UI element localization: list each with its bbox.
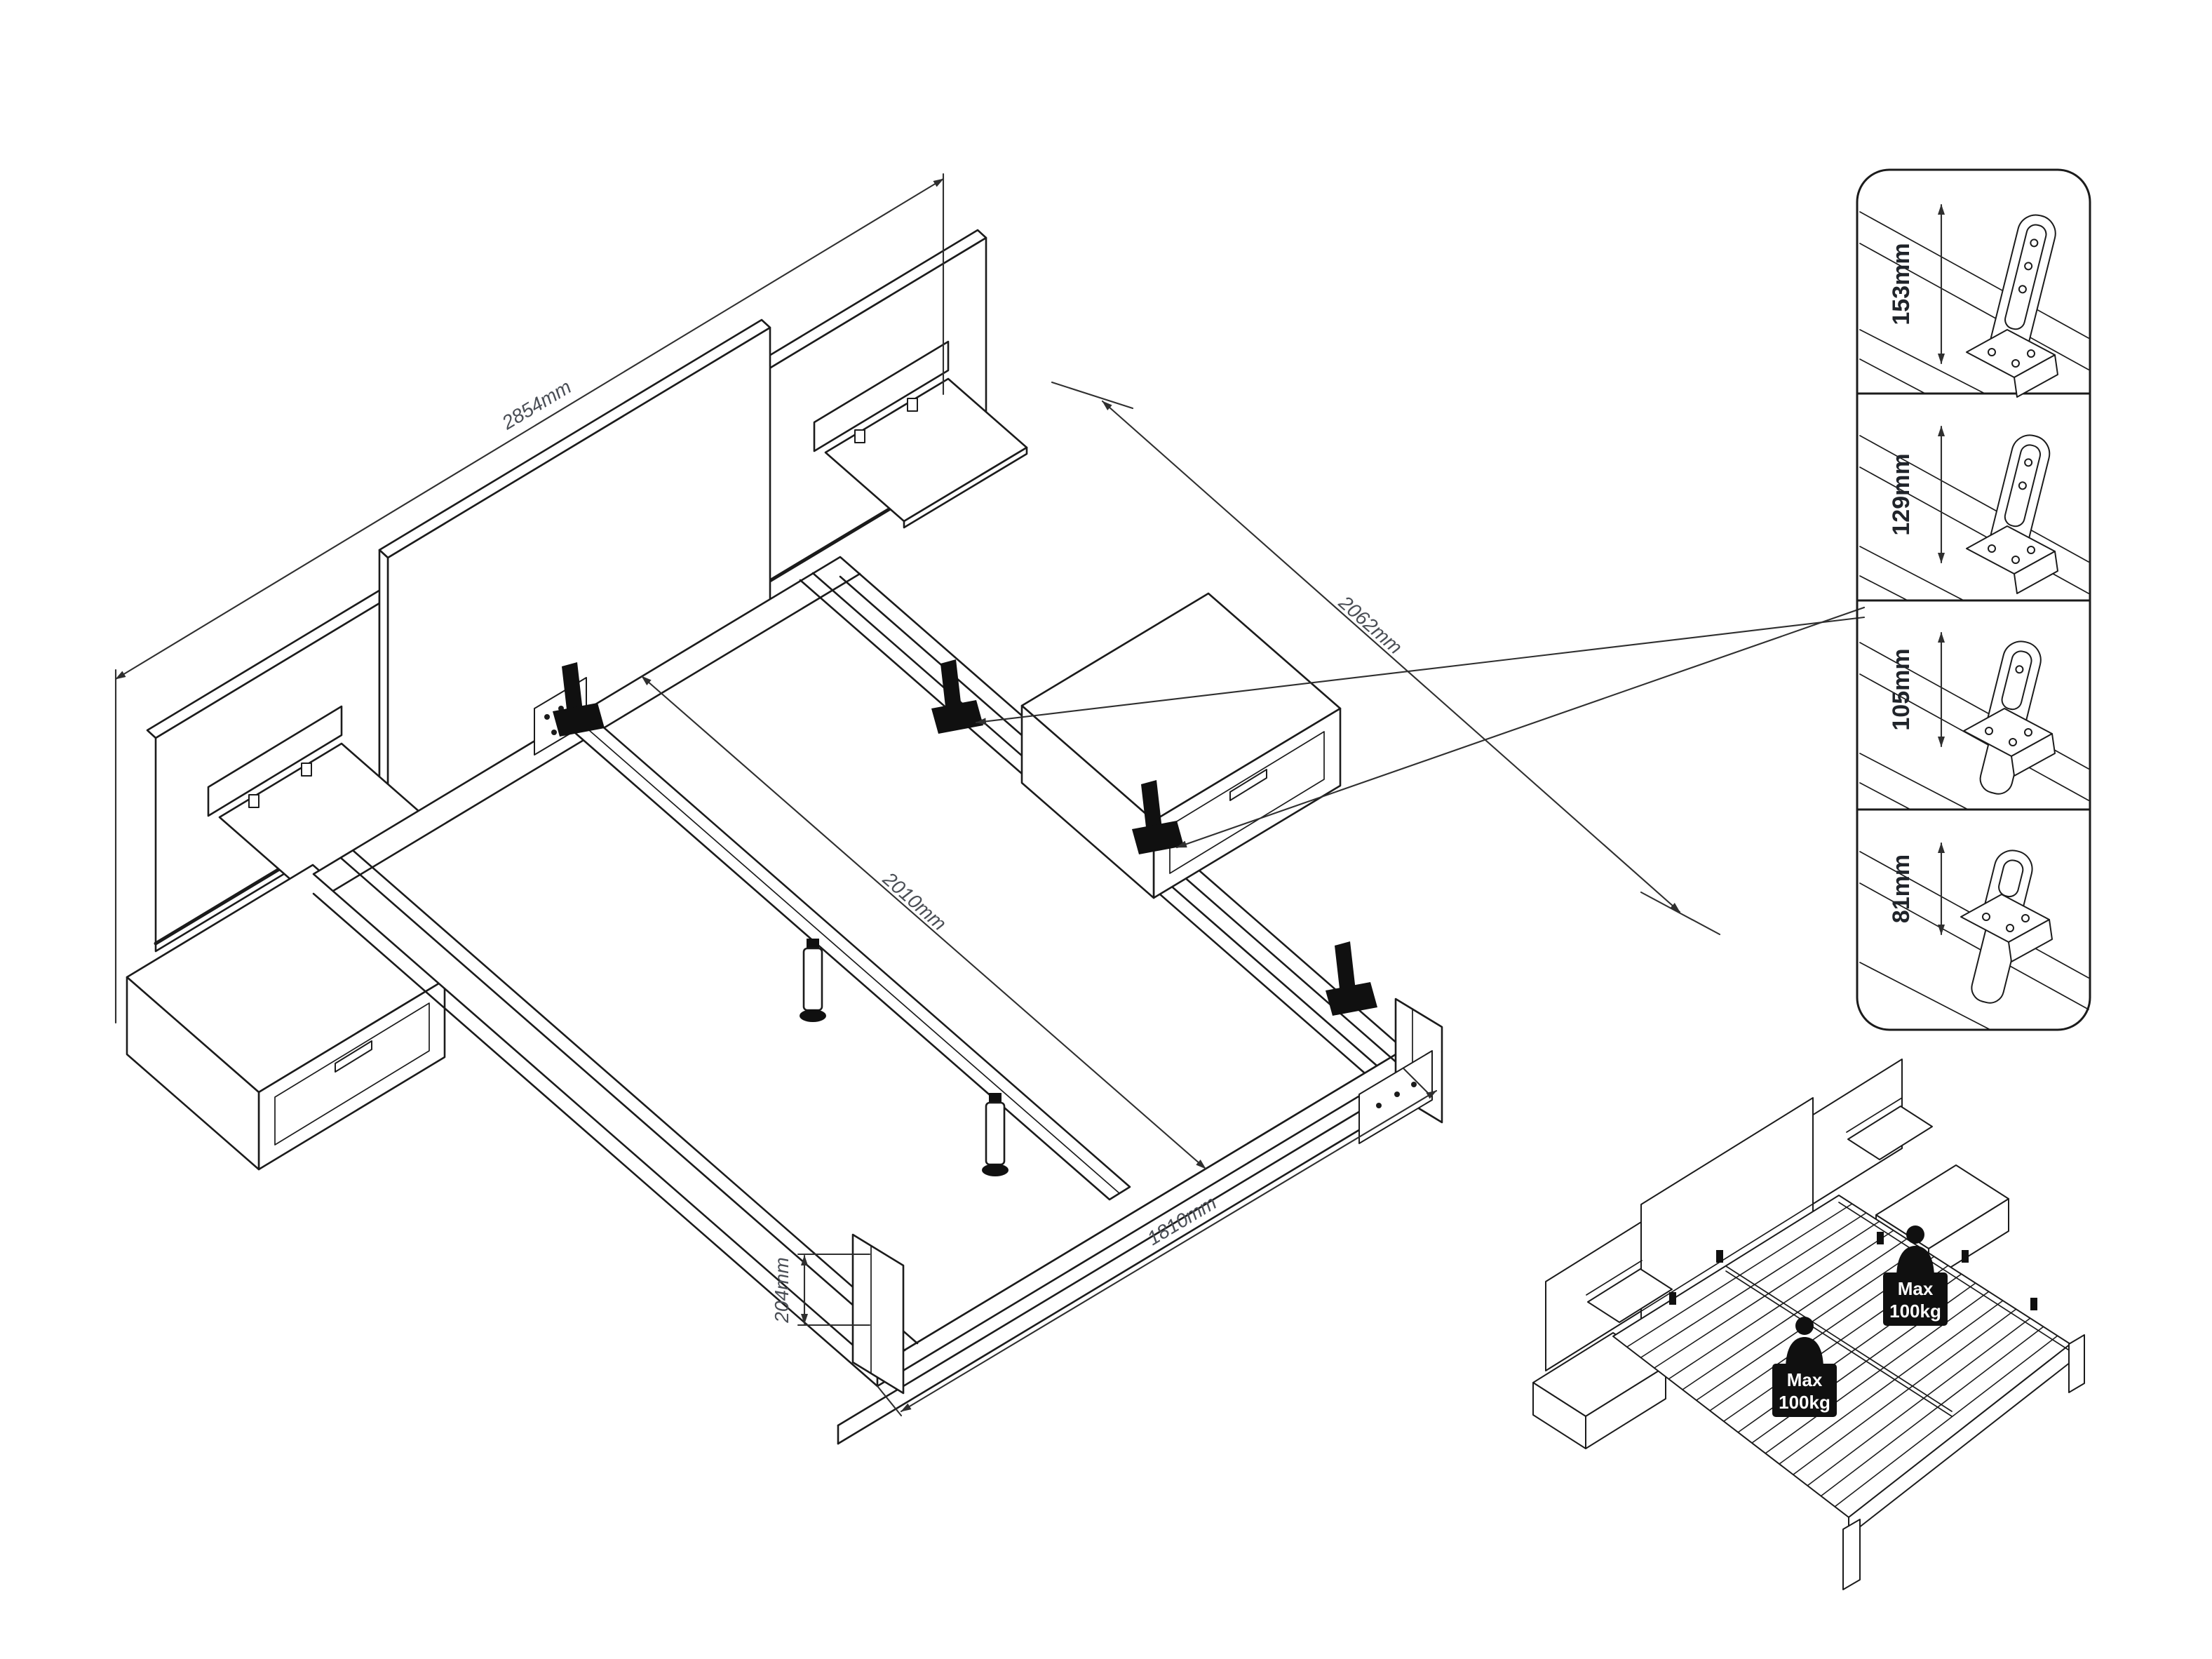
extension-line (1051, 381, 1134, 410)
right-shelf-clip (854, 429, 865, 443)
detail-cell-153: 153mm (1859, 203, 2089, 398)
right-shelf-clip (907, 398, 918, 412)
person-icon (1906, 1225, 1924, 1244)
detail-height-label: 81mm (1888, 854, 1915, 923)
extension-line (1640, 891, 1721, 936)
bracket-icon (1966, 214, 2058, 398)
thumb-center-rail (1725, 1270, 1953, 1417)
extension-line (876, 1385, 903, 1417)
left-shelf-clip (301, 763, 312, 777)
badge-text: 100kg (1779, 1392, 1830, 1413)
left-shelf-rail (207, 705, 343, 817)
detail-cell-105: 105mm (1859, 631, 2089, 810)
leader-lines (975, 606, 1866, 849)
detail-height-label: 129mm (1888, 453, 1915, 535)
left-nightstand-handle (335, 1040, 372, 1073)
dimension-204: 204mm (771, 1253, 871, 1326)
person-icon (1786, 1337, 1823, 1369)
bracket-icon (1960, 849, 2053, 1004)
badge-text: Max (1787, 1369, 1823, 1390)
thumb-left-nightstand (1532, 1332, 1666, 1449)
leader-line (1175, 606, 1866, 849)
left-rail-inner-1 (339, 857, 906, 1352)
detail-cell-129: 129mm (1859, 425, 2089, 601)
bracket-icon (1963, 640, 2056, 795)
deck-left-edge (312, 892, 879, 1388)
max-load-badge: Max 100kg (1883, 1225, 1948, 1326)
left-rail-inner-2 (352, 849, 919, 1345)
bracket-detail-panel: 153mm 129mm (1856, 168, 2091, 1031)
thumb-brackets (1669, 1232, 2037, 1310)
detail-height-label: 153mm (1888, 243, 1915, 325)
thumb-feet (1842, 1334, 2085, 1590)
dimension-line (114, 177, 945, 680)
dimension-label: 2062mm (1334, 591, 1406, 659)
detail-cell-81: 81mm (1859, 842, 2089, 1030)
dimension-line (900, 1089, 1438, 1413)
left-nightstand-side (126, 976, 260, 1171)
person-icon (1795, 1317, 1814, 1335)
thumb-wall-bottom-edge (1545, 1148, 1903, 1371)
max-load-badge: Max 100kg (1772, 1317, 1837, 1417)
left-shelf-clip (248, 794, 259, 808)
detail-height-label: 105mm (1888, 648, 1915, 730)
thumb-center-rail (1725, 1265, 1953, 1412)
badge-box (1772, 1364, 1837, 1417)
leader-line (975, 616, 1866, 725)
dimension-line (1101, 400, 1681, 913)
thumb-right-shelf (1846, 1097, 1933, 1160)
dimension-line (640, 675, 1207, 1170)
dimension-label: 204mm (771, 1257, 793, 1323)
badge-box (1883, 1272, 1948, 1326)
left-nightstand-drawer (274, 1002, 430, 1146)
exploded-bed-view: 2854mm 2062mm 2010mm 1810mm 204mm (114, 173, 1866, 1445)
left-nightstand (126, 864, 446, 1171)
person-icon (1896, 1246, 1934, 1278)
thumb-left-shelf (1586, 1260, 1673, 1323)
bracket-icon (1966, 434, 2058, 594)
corner-bracket-4 (1326, 941, 1377, 1016)
badge-text: 100kg (1889, 1301, 1941, 1322)
badge-text: Max (1898, 1278, 1934, 1299)
assembled-bed-view: Max 100kg Max 100kg (1532, 1059, 2085, 1590)
